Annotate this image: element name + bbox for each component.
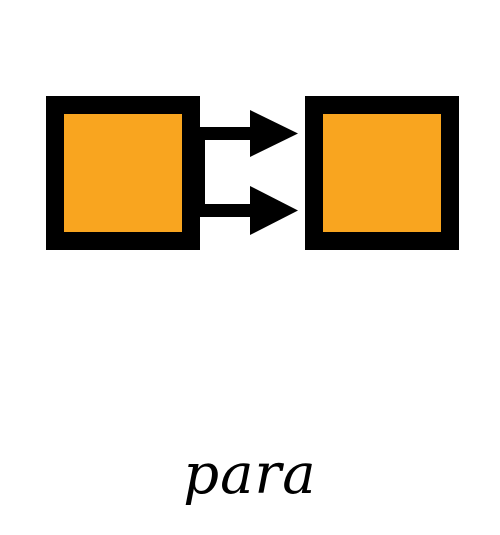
connector-bracket	[191, 127, 205, 217]
right-square-icon	[305, 96, 459, 250]
lower-arrow-icon	[191, 186, 298, 235]
word-label: para	[183, 442, 317, 507]
upper-arrow-icon	[191, 110, 298, 157]
left-square-icon	[46, 96, 200, 250]
